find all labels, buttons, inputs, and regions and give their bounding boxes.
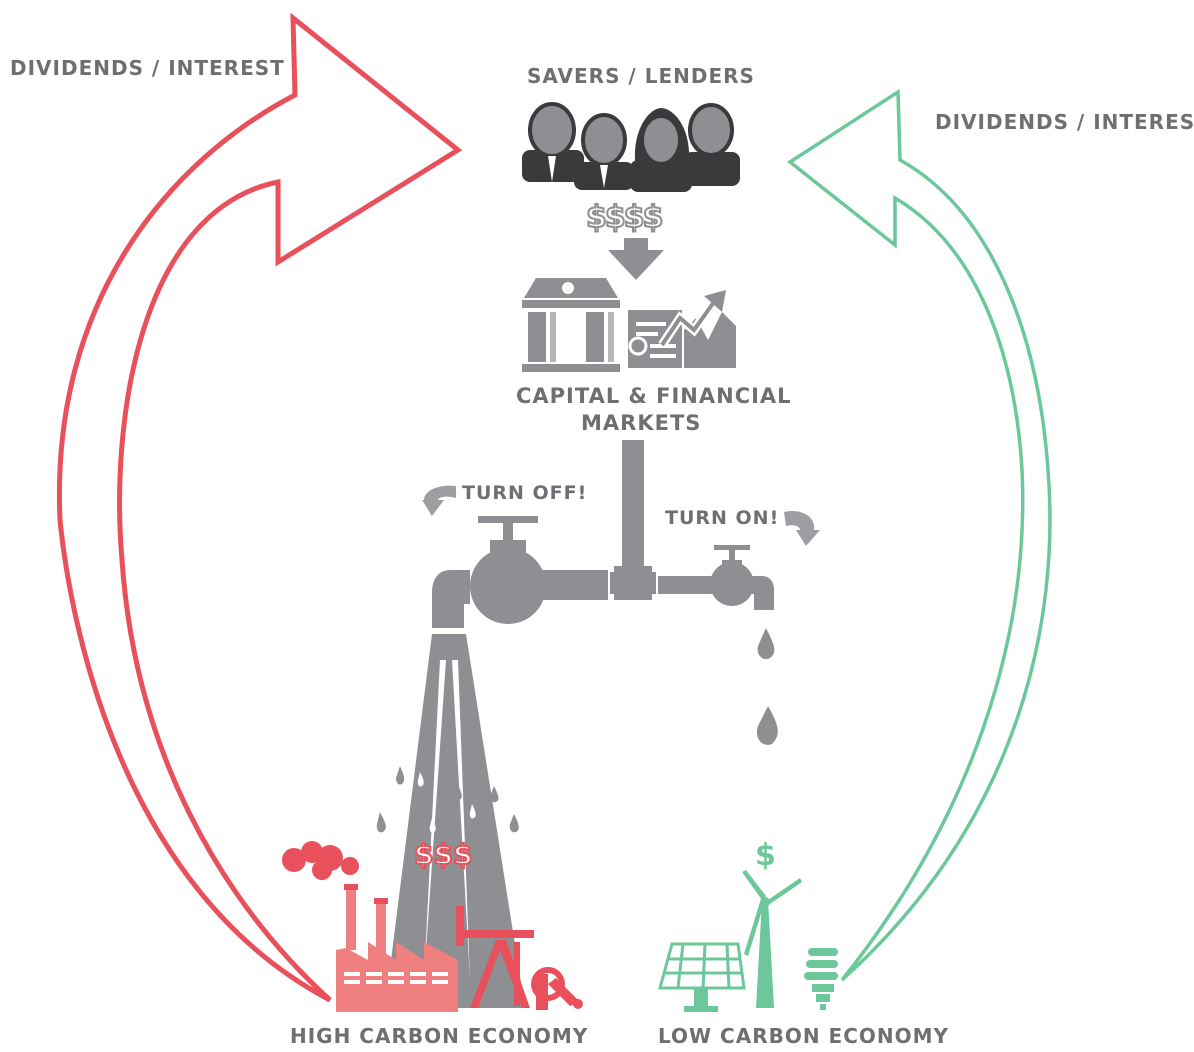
dividends-label-right: DIVIDENDS / INTEREST [935,110,1194,134]
tap-icon-left [432,516,608,628]
turn-on-arrow [784,510,820,546]
high-carbon-label: HIGH CARBON ECONOMY [290,1024,589,1048]
drops-left [376,766,519,833]
pipe [610,440,656,600]
chart-document-icon [628,290,736,368]
people-icon [522,102,740,192]
low-carbon-label: LOW CARBON ECONOMY [658,1024,950,1048]
drops-right [756,628,778,745]
green-dividends-arrow [786,88,1052,982]
turn-on-label: TURN ON! [665,507,780,529]
turn-off-arrow [422,485,456,516]
wind-turbine-icon [742,870,802,1008]
drops-in-cone [417,772,476,833]
bank-icon [522,278,620,372]
savers-label: SAVERS / LENDERS [527,64,755,88]
turn-off-label: TURN OFF! [462,482,588,504]
low-carbon-money: $ [755,838,777,873]
bulb-icon [804,948,838,1010]
dividends-label-left: DIVIDENDS / INTEREST [10,56,285,80]
down-arrow [608,238,664,280]
factory-icon [282,841,458,1012]
savers-money: $$$$ [585,199,664,236]
capital-markets-label-line2: MARKETS [581,411,702,435]
solar-panel-icon [658,942,746,1012]
capital-markets-label-line1: CAPITAL & FINANCIAL [516,384,792,408]
tap-icon-right [658,545,774,610]
red-dividends-arrow [56,12,463,1003]
money-flow-cone [385,634,525,1008]
oil-pump-icon [456,906,583,1010]
high-carbon-money: $$$ [413,837,473,872]
